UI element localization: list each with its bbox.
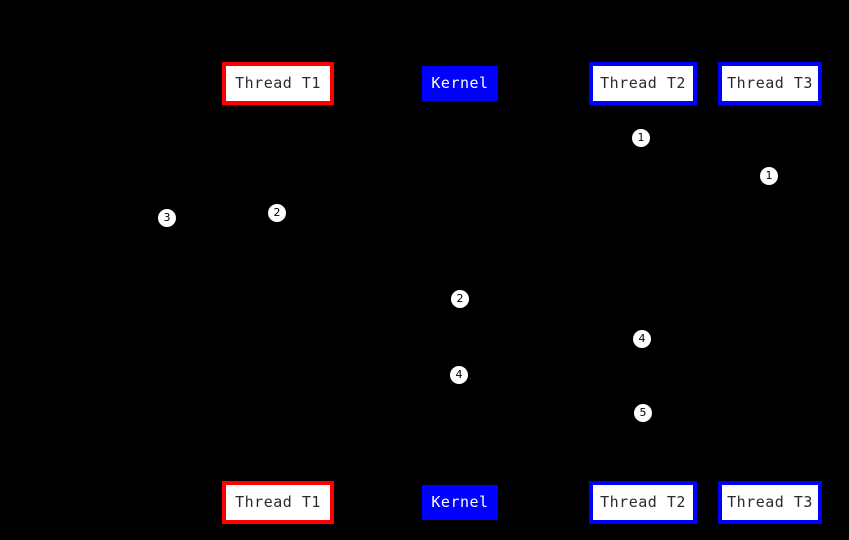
lifeline-t3 bbox=[770, 105, 771, 481]
step-marker: 1 bbox=[632, 129, 650, 147]
participant-box-thread-t3-bottom[interactable]: Thread T3 bbox=[718, 481, 822, 524]
participant-box-kernel-bottom[interactable]: Kernel bbox=[422, 485, 498, 520]
lifeline-t2 bbox=[643, 105, 644, 481]
participant-box-thread-t1-bottom[interactable]: Thread T1 bbox=[222, 481, 334, 524]
participant-label: Thread T1 bbox=[235, 74, 321, 92]
participant-box-kernel-top[interactable]: Kernel bbox=[422, 66, 498, 101]
step-marker: 2 bbox=[268, 204, 286, 222]
message-arrow-line bbox=[166, 212, 278, 218]
step-marker: 3 bbox=[158, 209, 176, 227]
participant-label: Thread T3 bbox=[727, 493, 813, 511]
step-marker: 1 bbox=[760, 167, 778, 185]
message-arrow-line bbox=[459, 185, 770, 228]
lifeline-t1 bbox=[278, 105, 279, 481]
participant-box-thread-t1-top[interactable]: Thread T1 bbox=[222, 62, 334, 105]
participant-label: Thread T3 bbox=[727, 74, 813, 92]
message-arrow-head bbox=[277, 305, 286, 314]
step-marker: 4 bbox=[450, 366, 468, 384]
participant-box-thread-t2-bottom[interactable]: Thread T2 bbox=[589, 481, 697, 524]
message-arrow-line bbox=[277, 298, 460, 310]
participant-label: Thread T1 bbox=[235, 493, 321, 511]
participant-box-thread-t2-top[interactable]: Thread T2 bbox=[589, 62, 697, 105]
step-marker: 5 bbox=[634, 404, 652, 422]
step-marker: 4 bbox=[633, 330, 651, 348]
participant-label: Kernel bbox=[431, 74, 489, 92]
participant-label: Kernel bbox=[431, 493, 489, 511]
message-arrow-head bbox=[459, 223, 468, 232]
participant-box-thread-t3-top[interactable]: Thread T3 bbox=[718, 62, 822, 105]
message-arrow-line bbox=[459, 147, 643, 213]
message-arrow-line bbox=[459, 385, 643, 414]
participant-label: Thread T2 bbox=[600, 74, 686, 92]
step-marker: 2 bbox=[451, 290, 469, 308]
participant-label: Thread T2 bbox=[600, 493, 686, 511]
message-arrow-line bbox=[459, 348, 643, 375]
